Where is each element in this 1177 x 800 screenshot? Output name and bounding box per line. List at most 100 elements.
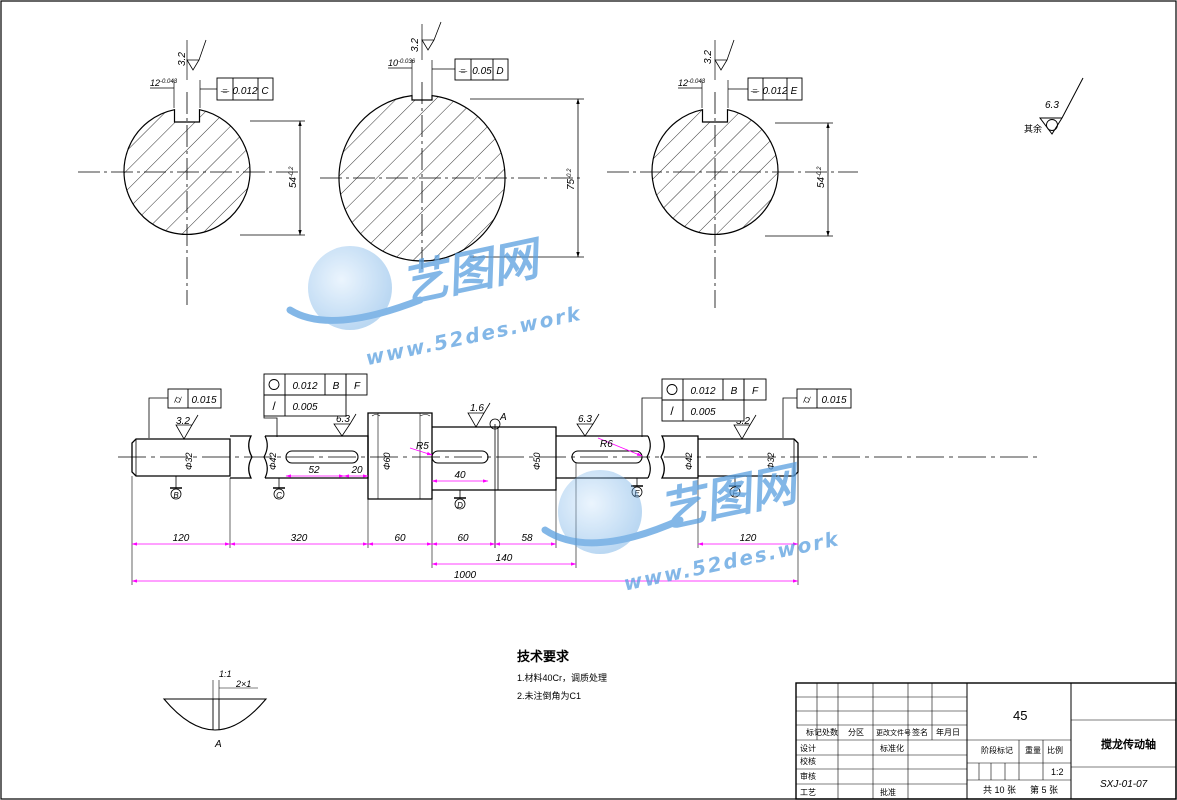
svg-text:6.3: 6.3 — [336, 414, 350, 425]
key-width-label-middle: 10-0.036 — [388, 58, 416, 68]
diameter-label-middle: 75-0.2 — [566, 168, 577, 190]
roughness-symbol — [186, 39, 207, 71]
svg-text:标准化: 标准化 — [880, 743, 904, 753]
svg-text:签名: 签名 — [912, 727, 928, 737]
roughness-symbol — [421, 21, 442, 51]
detail-a-dim2: 2×1 — [235, 679, 251, 689]
tech-requirements: 技术要求 1.材料40Cr，调质处理 2.未注倒角为C1 — [517, 649, 607, 701]
key-width-label-left: 12-0.043 — [150, 78, 178, 88]
svg-text:校核: 校核 — [800, 756, 816, 766]
svg-text:处数: 处数 — [822, 727, 838, 737]
fcf-shaft-left: ⌭ 0.015 — [148, 388, 222, 438]
symmetry-icon: ⌯ — [751, 85, 760, 97]
section-cut-label: A — [499, 412, 507, 423]
title-block — [795, 682, 1177, 800]
len-dim-5: 58 — [521, 533, 533, 544]
svg-text:B: B — [173, 491, 179, 500]
svg-text:6.3: 6.3 — [578, 414, 592, 425]
svg-text:阶段标记: 阶段标记 — [981, 745, 1013, 755]
svg-text:艺图网: 艺图网 — [655, 455, 807, 538]
radius-label-2: R6 — [600, 439, 613, 450]
runout-icon: / — [272, 399, 276, 413]
roughness-mark-4: 6.3 — [576, 413, 600, 437]
fcf-right-section — [747, 77, 803, 101]
drawing-number: SXJ-01-07 — [1100, 779, 1148, 790]
dia-label-3: Φ60 — [382, 452, 392, 470]
section-middle-body — [338, 94, 506, 262]
svg-text:更改文件号: 更改文件号 — [876, 728, 911, 737]
section-right: 12-0.043 3.2 ⌯ 0.012 E 54-0.2 — [607, 39, 858, 308]
key-dim-40: 40 — [454, 470, 466, 481]
keyway-left — [285, 450, 359, 464]
len-dim-140: 140 — [496, 553, 513, 564]
shaft-left-journal — [131, 438, 231, 477]
svg-text:C: C — [261, 86, 269, 97]
dia-label-6: Φ32 — [766, 452, 776, 470]
remaining-roughness: 6.3 其余 — [1024, 77, 1084, 135]
dia-label-2: Φ42 — [268, 452, 278, 470]
title-block-text: 标记 处数 分区 更改文件号 签名 年月日 设计 校核 审核 工艺 标准化 批准… — [800, 708, 1156, 797]
dia-label-5: Φ42 — [684, 452, 694, 470]
svg-text:3.2: 3.2 — [176, 416, 190, 427]
svg-text:F: F — [733, 489, 739, 498]
datum-d: D — [454, 490, 466, 510]
svg-text:C: C — [276, 491, 282, 500]
radius-label-1: R5 — [416, 441, 429, 452]
roughness-mark-1: 3.2 — [175, 414, 199, 440]
svg-text:0.005: 0.005 — [292, 402, 317, 413]
svg-text:审核: 审核 — [800, 771, 816, 781]
svg-text:E: E — [791, 86, 798, 97]
watermark-1: 艺图网 www.52des.work — [286, 230, 584, 370]
section-left: 12-0.043 3.2 ⌯ 0.012 C 54-0.2 — [78, 39, 305, 305]
circularity-icon — [666, 384, 678, 395]
cylindricity-icon: ⌭ — [174, 394, 182, 406]
shaft-phi50 — [432, 426, 557, 491]
roughness-symbol — [714, 39, 735, 71]
svg-text:标记: 标记 — [806, 727, 822, 737]
material: 45 — [1013, 708, 1027, 723]
roughness-value-middle: 3.2 — [410, 38, 421, 52]
svg-text:分区: 分区 — [848, 728, 864, 737]
remaining-roughness-value: 6.3 — [1045, 100, 1059, 111]
datum-c: C — [273, 478, 285, 500]
tech-req-item-1: 1.材料40Cr，调质处理 — [517, 672, 607, 683]
tech-req-item-2: 2.未注倒角为C1 — [517, 690, 581, 701]
svg-text:年月日: 年月日 — [936, 727, 960, 737]
roughness-value-right: 3.2 — [703, 50, 714, 64]
svg-text:F: F — [752, 386, 759, 397]
detail-a-label: A — [214, 739, 222, 750]
len-dim-4: 60 — [457, 533, 469, 544]
roughness-mark-5: 3.2 — [733, 414, 757, 440]
diameter-label-right: 54-0.2 — [816, 166, 827, 188]
svg-text:0.05: 0.05 — [472, 66, 492, 77]
svg-text:0.012: 0.012 — [690, 386, 715, 397]
part-name: 搅龙传动轴 — [1101, 737, 1156, 751]
dia-label-4: Φ50 — [532, 452, 542, 470]
section-left-body — [123, 108, 251, 235]
svg-text:重量: 重量 — [1025, 745, 1041, 755]
key-width-label-right: 12-0.043 — [678, 78, 706, 88]
len-dim-3: 60 — [394, 533, 406, 544]
svg-text:www.52des.work: www.52des.work — [621, 526, 842, 595]
svg-text:D: D — [496, 66, 503, 77]
remaining-roughness-label: 其余 — [1024, 123, 1042, 134]
svg-text:B: B — [731, 386, 738, 397]
svg-text:批准: 批准 — [880, 787, 896, 797]
fcf-middle-section — [454, 58, 509, 81]
roughness-mark-2: 6.3 — [333, 413, 357, 437]
svg-text:设计: 设计 — [800, 743, 816, 753]
svg-text:0.012: 0.012 — [292, 381, 317, 392]
datum-b: B — [170, 476, 182, 500]
shaft-right-journal — [698, 438, 799, 477]
roughness-mark-3: 1.6 — [467, 402, 491, 428]
fcf-shaft-far-right: ⌭ 0.015 — [782, 388, 852, 438]
diameter-label-left: 54-0.2 — [288, 166, 299, 188]
svg-text:共 10 张: 共 10 张 — [983, 785, 1016, 795]
fcf-shaft-right: 0.012 B F / 0.005 — [641, 378, 767, 437]
key-dim-20: 20 — [350, 465, 363, 476]
roughness-value-left: 3.2 — [177, 52, 188, 66]
keyway-right — [571, 450, 643, 464]
shaft-view: Φ32 Φ42 Φ60 Φ50 Φ42 Φ32 R5 R6 52 20 40 B… — [118, 373, 1040, 585]
